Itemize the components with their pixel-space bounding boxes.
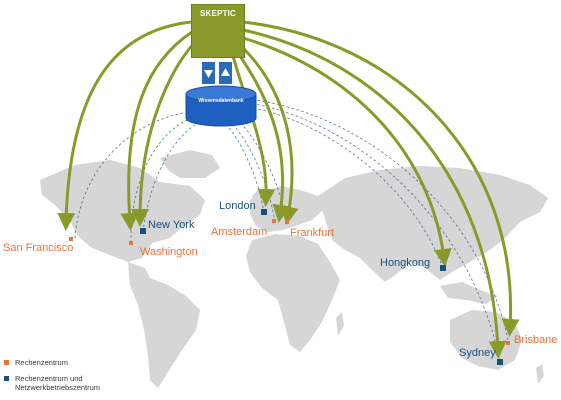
database-icon	[185, 85, 257, 127]
arrow-san-francisco	[57, 20, 192, 231]
landmass-greenland	[160, 150, 220, 178]
marker-washington	[129, 241, 133, 245]
dashed-line-hongkong	[251, 107, 444, 269]
sync-arrow-up-icon	[221, 68, 230, 76]
legend-item-datacenter: Rechenzentrum	[4, 358, 100, 367]
city-markers	[69, 209, 510, 365]
city-label-san-francisco: San Francisco	[3, 242, 74, 254]
database-label: Wissensdatenbank	[198, 98, 244, 104]
arrow-amsterdam	[238, 55, 291, 223]
arrow-frankfurt	[241, 46, 299, 225]
continent-africa	[246, 234, 340, 352]
marker-new-york	[140, 228, 146, 234]
legend: Rechenzentrum Rechenzentrum und Netzwerk…	[4, 358, 100, 399]
legend-label-datacenter: Rechenzentrum	[15, 358, 68, 367]
legend-item-operations-center: Rechenzentrum und Netzwerkbetriebszentru…	[4, 374, 100, 392]
city-label-amsterdam: Amsterdam	[211, 226, 268, 238]
marker-london	[261, 209, 267, 215]
skeptic-logo: SKEPTIC	[191, 4, 245, 58]
continent-asia	[318, 166, 548, 282]
continent-north-america	[40, 160, 205, 262]
marker-brisbane	[506, 341, 510, 345]
city-label-new-york: New York	[148, 219, 195, 231]
arrow-new-york	[131, 41, 197, 227]
marker-frankfurt	[285, 220, 289, 224]
green-arrows	[57, 20, 520, 359]
arrow-sydney	[242, 28, 507, 359]
legend-label-operations-center: Rechenzentrum und Netzwerkbetriebszentru…	[15, 374, 100, 392]
sync-arrows	[202, 62, 232, 84]
dashed-line-frankfurt	[237, 119, 288, 225]
dashed-line-sydney	[254, 103, 501, 362]
marker-amsterdam	[272, 219, 276, 223]
marker-sydney	[497, 359, 503, 365]
landmass-southeast-asia	[440, 282, 498, 304]
legend-swatch-datacenter	[4, 360, 9, 365]
sync-arrow-down-icon	[204, 70, 213, 78]
arrow-london	[231, 55, 276, 207]
city-label-frankfurt: Frankfurt	[290, 227, 335, 239]
landmass-madagascar	[336, 312, 344, 336]
marker-san-francisco	[69, 237, 73, 241]
legend-label-line2: Netzwerkbetriebszentrum	[15, 383, 101, 392]
logo-title: SKEPTIC	[199, 9, 237, 18]
continent-south-america	[128, 262, 200, 388]
city-label-sydney: Sydney	[459, 347, 496, 359]
legend-swatch-operations-center	[4, 376, 9, 381]
city-label-hongkong: Hongkong	[380, 257, 431, 269]
city-label-brisbane: Brisbane	[514, 334, 558, 346]
marker-hongkong	[440, 265, 446, 271]
arrow-hongkong	[242, 36, 452, 267]
landmass-new-zealand	[536, 364, 544, 384]
dashed-line-amsterdam	[231, 123, 276, 223]
dashed-line-new-york	[142, 121, 201, 233]
city-label-london: London	[219, 200, 256, 212]
arrow-washington	[120, 30, 193, 231]
city-label-washington: Washington	[140, 246, 198, 258]
arrow-brisbane	[242, 20, 520, 337]
legend-label-line1: Rechenzentrum und	[15, 374, 83, 383]
